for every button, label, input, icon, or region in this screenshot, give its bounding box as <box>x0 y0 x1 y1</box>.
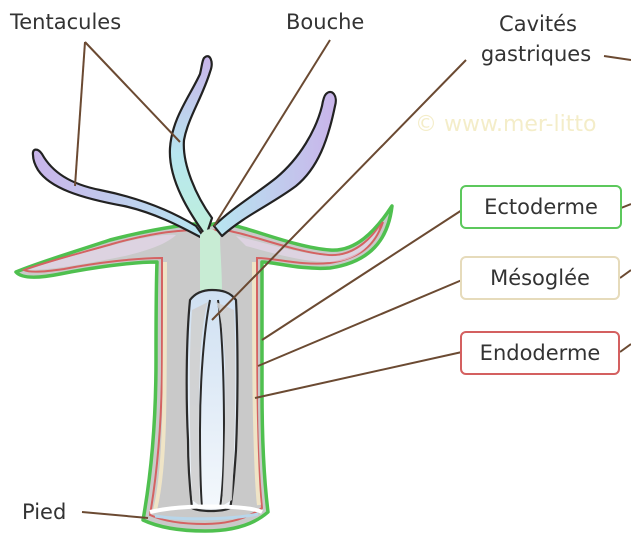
leader-pied <box>82 512 148 518</box>
leader-endoderme <box>255 352 462 398</box>
leader-tentacules-a <box>85 42 180 142</box>
tentacle-right <box>214 92 336 236</box>
leader-endoderme-right <box>620 344 631 352</box>
label-tentacules: Tentacules <box>10 10 121 34</box>
throat <box>200 229 222 292</box>
leader-ectoderme-right <box>621 204 631 208</box>
label-bouche: Bouche <box>286 10 364 34</box>
watermark-text: © www.mer-litto <box>415 112 596 137</box>
tentacle-center <box>170 56 212 236</box>
label-cavites-line2: gastriques <box>470 42 602 66</box>
label-mesoglee: Mésoglée <box>460 256 620 300</box>
leader-cavites-right <box>604 56 631 60</box>
label-cavites-line1: Cavités <box>478 12 598 36</box>
leader-tentacules-b <box>75 42 85 186</box>
leader-cavites <box>212 60 466 320</box>
leader-mesoglee-right <box>620 270 631 278</box>
label-endoderme: Endoderme <box>460 331 620 375</box>
label-pied: Pied <box>22 500 66 524</box>
leader-ectoderme <box>262 210 462 340</box>
label-ectoderme: Ectoderme <box>460 185 622 229</box>
